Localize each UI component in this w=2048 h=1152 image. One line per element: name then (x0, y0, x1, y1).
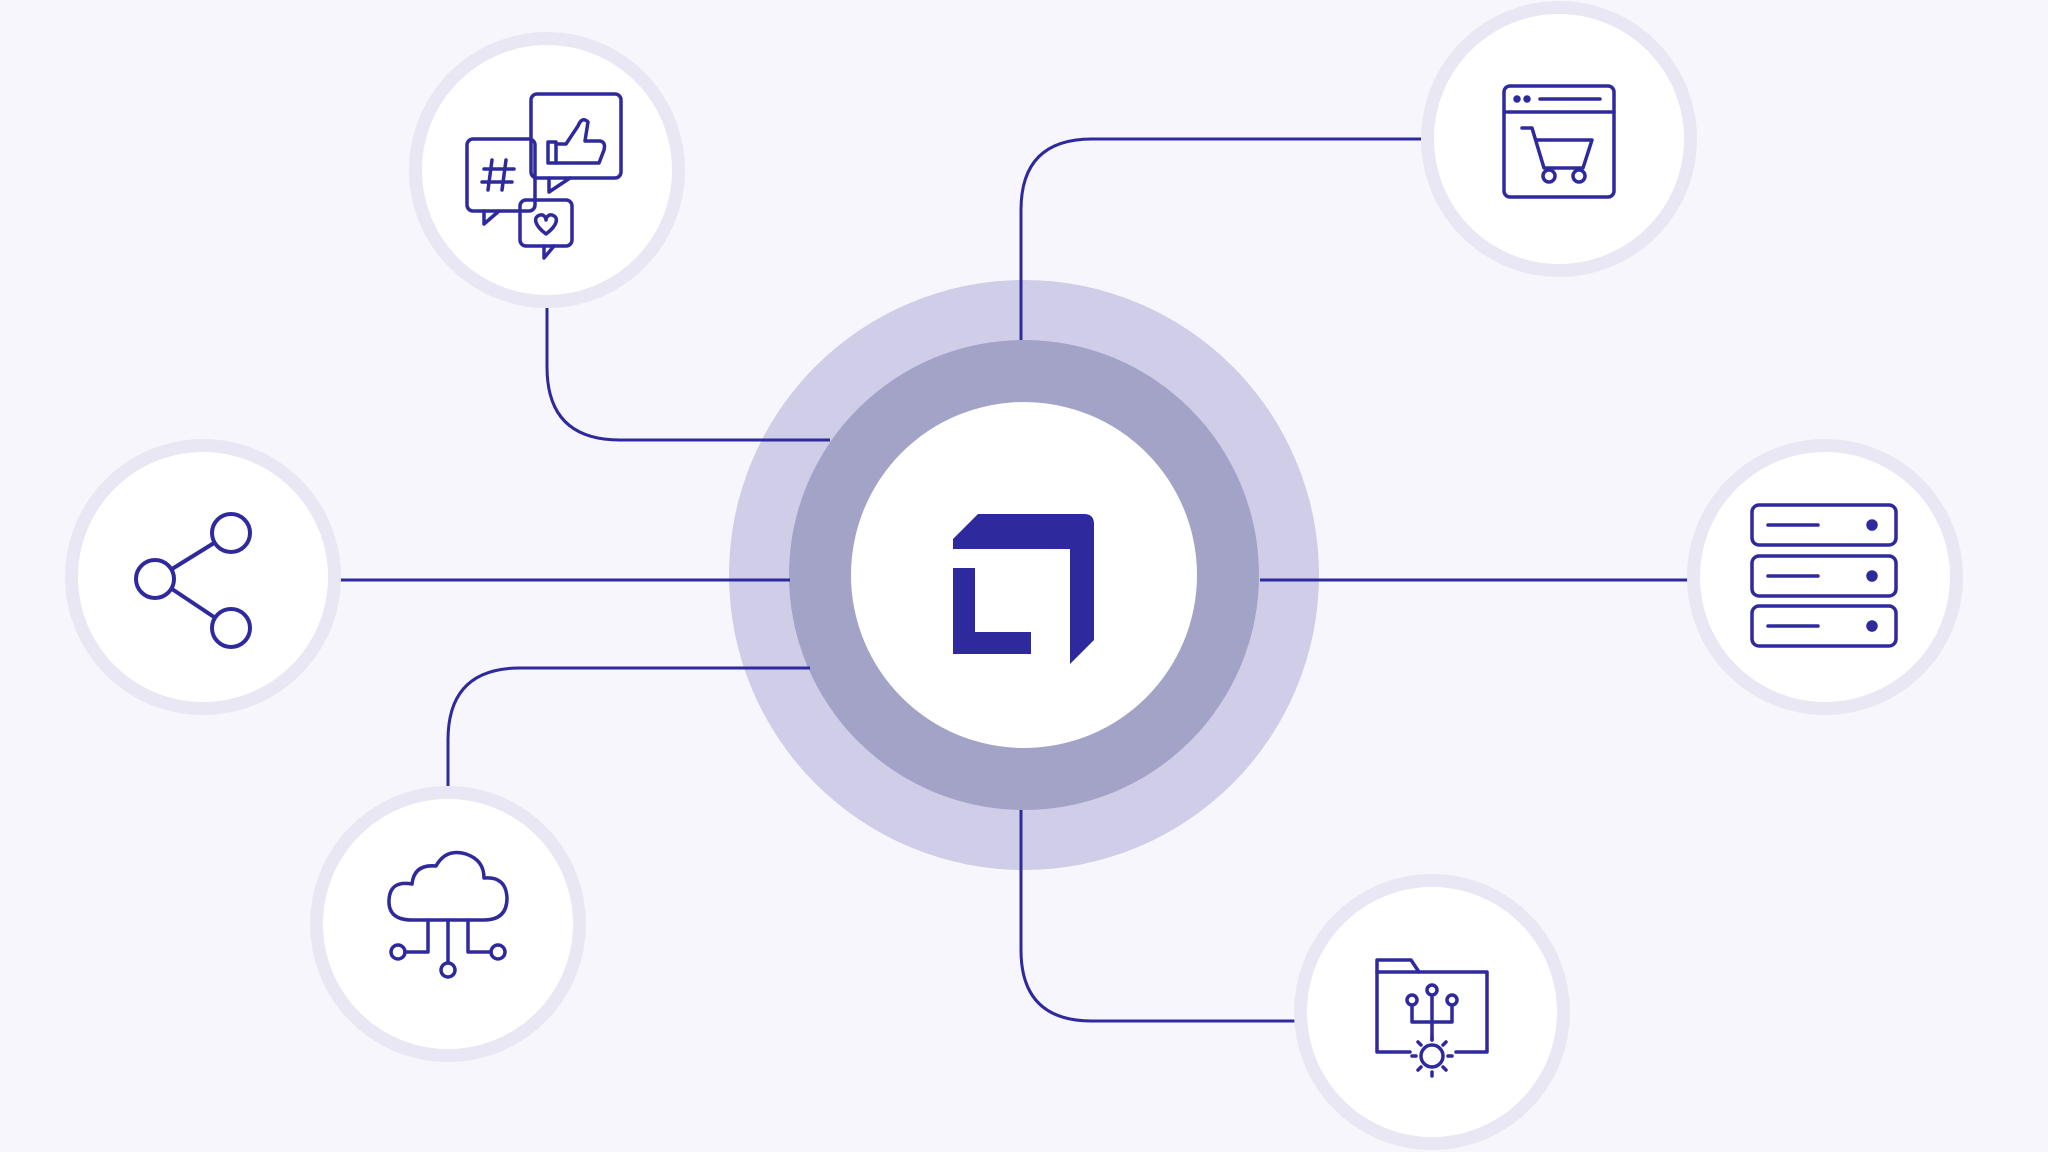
node-cloud[interactable] (310, 786, 586, 1062)
social-media-engagement-icon (465, 92, 623, 260)
node-ecommerce[interactable] (1421, 1, 1697, 277)
connector-ecommerce (1019, 137, 1422, 340)
connector-cloud (446, 666, 810, 788)
node-servers[interactable] (1687, 439, 1963, 715)
connector-folder (1019, 810, 1298, 1023)
connectors (336, 137, 1690, 1023)
logo-mark-icon (953, 514, 1094, 664)
hub-center (851, 402, 1197, 748)
shopping-cart-browser-icon (1502, 84, 1616, 199)
cloud-network-icon (387, 850, 509, 979)
node-folder[interactable] (1294, 874, 1570, 1150)
folder-settings-network-icon (1375, 958, 1489, 1078)
share-icon (134, 512, 252, 649)
connector-social (545, 307, 830, 442)
server-stack-icon (1750, 503, 1898, 648)
node-share[interactable] (65, 439, 341, 715)
node-social[interactable] (409, 32, 685, 308)
